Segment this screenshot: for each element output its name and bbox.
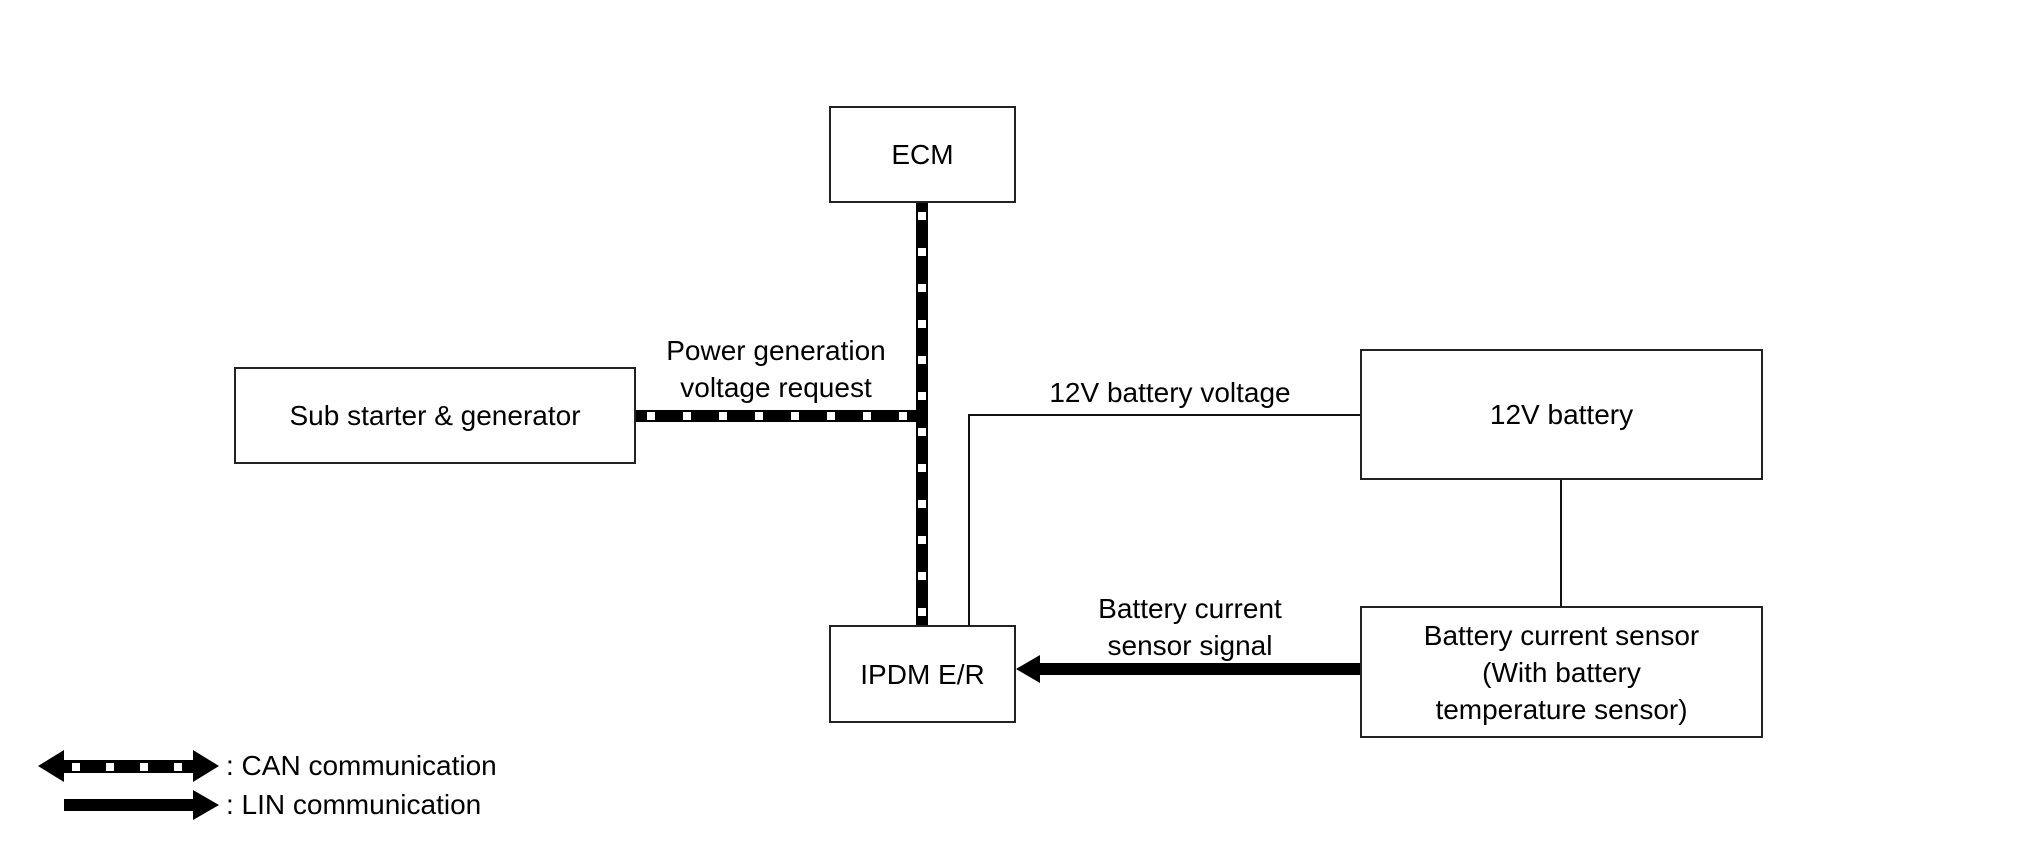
can-dash-square <box>647 412 655 420</box>
can-dash-square <box>863 412 871 420</box>
can-dash-square <box>918 320 926 328</box>
can-dash-square <box>72 763 80 771</box>
legend-can-arrow <box>38 750 219 782</box>
ecm-box: ECM <box>829 106 1016 203</box>
can-dash-square <box>918 500 926 508</box>
can-dash-square <box>918 392 926 400</box>
can-bus-horizontal <box>635 410 922 422</box>
can-dash-square <box>827 412 835 420</box>
ecm-label: ECM <box>891 139 954 170</box>
can-dash-square <box>918 356 926 364</box>
sensor-label-line1: Battery current sensor <box>1423 619 1700 651</box>
sub-starter-label: Sub starter & generator <box>289 400 581 431</box>
battery-label: 12V battery <box>1489 399 1634 430</box>
battery-box: 12V battery <box>1360 349 1763 480</box>
can-dash-square <box>755 412 763 420</box>
ipdm-box: IPDM E/R <box>829 625 1016 723</box>
can-dash-square <box>918 428 926 436</box>
sub-starter-generator-box: Sub starter & generator <box>234 367 636 464</box>
sensor-signal-line1: Battery current <box>1098 593 1282 624</box>
legend-lin-label: : LIN communication <box>226 789 482 820</box>
can-dash-square <box>140 763 148 771</box>
can-dash-square <box>174 763 182 771</box>
power-request-line1: Power generation <box>666 335 886 366</box>
can-dash-square <box>918 572 926 580</box>
sensor-signal-label: Battery current sensor signal <box>1050 590 1330 664</box>
can-dash-square <box>918 284 926 292</box>
ipdm-label: IPDM E/R <box>860 658 985 690</box>
can-dash-square <box>106 763 114 771</box>
can-dash-square <box>719 412 727 420</box>
power-request-line2: voltage request <box>680 372 872 403</box>
sensor-label-line2: (With battery <box>1482 656 1641 688</box>
can-dash-square <box>918 212 926 220</box>
sensor-label-line3: temperature sensor) <box>1435 693 1688 725</box>
legend-can-label: : CAN communication <box>226 750 497 781</box>
can-dash-square <box>899 412 907 420</box>
can-dash-square <box>918 536 926 544</box>
battery-current-sensor-box: Battery current sensor (With battery tem… <box>1360 606 1763 738</box>
can-dash-square <box>683 412 691 420</box>
can-dash-square <box>918 608 926 616</box>
battery-voltage-label: 12V battery voltage <box>1049 377 1291 408</box>
can-dash-square <box>918 464 926 472</box>
lin-signal-arrow <box>1016 655 1361 683</box>
power-request-label: Power generation voltage request <box>640 332 912 406</box>
battery-voltage-wire <box>968 414 1361 625</box>
sensor-signal-line2: sensor signal <box>1107 630 1273 661</box>
can-dash-square <box>918 248 926 256</box>
legend-lin-arrow <box>64 790 219 820</box>
can-dash-square <box>791 412 799 420</box>
